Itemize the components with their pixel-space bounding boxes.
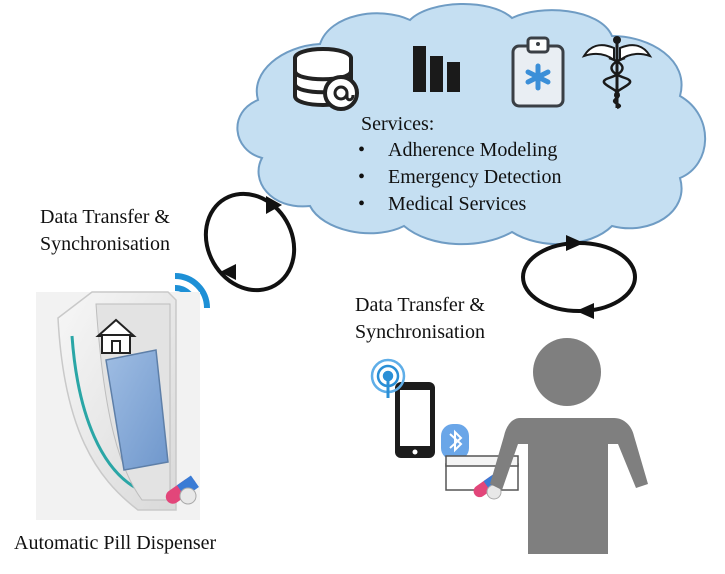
data-transfer-label-right: Data Transfer & Synchronisation — [355, 292, 485, 346]
home-icon — [95, 318, 137, 354]
signal-icon — [370, 358, 406, 398]
bluetooth-icon — [441, 424, 469, 460]
label-line: Synchronisation — [40, 233, 170, 255]
label-line: Synchronisation — [355, 321, 485, 343]
bar-chart-icon — [413, 46, 460, 92]
person-icon — [490, 338, 648, 554]
database-email-icon — [293, 47, 359, 111]
pill-dispenser-device — [36, 291, 200, 520]
caduceus-icon — [581, 36, 653, 110]
data-transfer-label-left: Data Transfer & Synchronisation — [40, 204, 170, 258]
sync-arrows-left-icon — [203, 191, 297, 293]
medical-clipboard-icon — [511, 36, 565, 108]
cloud — [236, 2, 707, 246]
smartphone-icon — [395, 382, 435, 458]
list-item: •Emergency Detection — [358, 166, 562, 188]
services-list: •Adherence Modeling •Emergency Detection… — [358, 137, 561, 218]
label-line: Data Transfer & — [355, 294, 485, 316]
dispenser-label: Automatic Pill Dispenser — [14, 532, 217, 554]
pill-icon — [165, 475, 199, 505]
list-item: •Medical Services — [358, 193, 527, 215]
services-title: Services: — [361, 113, 435, 135]
list-item: •Adherence Modeling — [358, 139, 558, 161]
label-line: Data Transfer & — [40, 206, 170, 228]
sync-arrows-right-icon — [521, 235, 637, 319]
